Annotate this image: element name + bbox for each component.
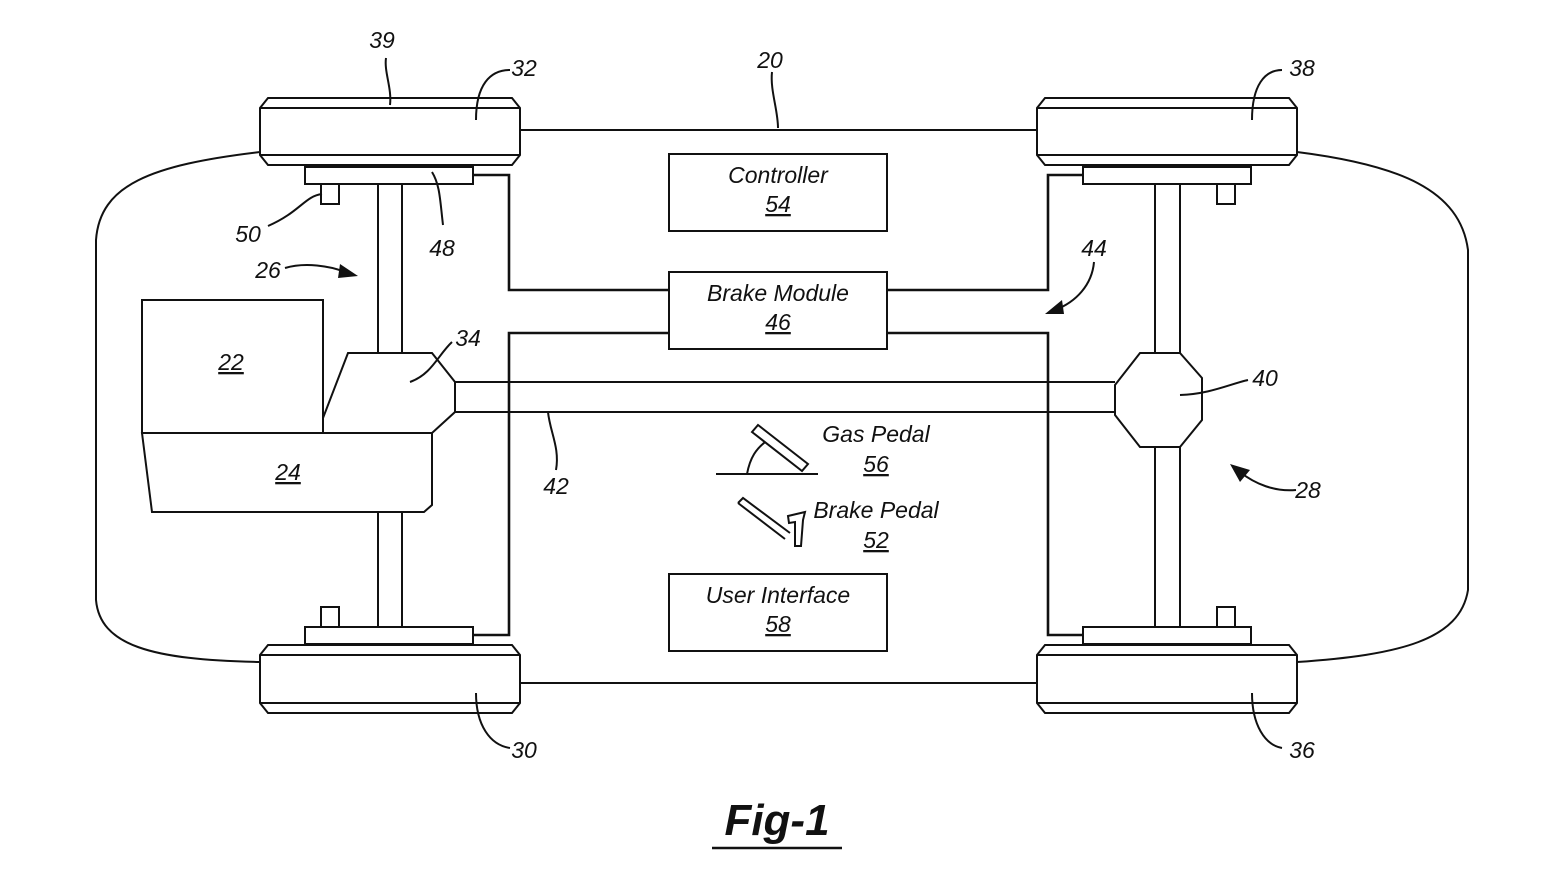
arrow-brake-lines (1045, 261, 1095, 314)
controller-box (668, 153, 888, 232)
ref-rear-differential: 40 (1252, 365, 1278, 391)
ref-driveshaft: 42 (543, 473, 569, 499)
figure-caption: Fig-1 (724, 796, 829, 845)
arrow-front-axle (284, 264, 358, 278)
brake-pedal-label: Brake Pedal (813, 497, 939, 523)
wheel-sensor-rear-upper (1216, 183, 1236, 205)
wheel-sensor-rear-lower (1216, 606, 1236, 628)
brake-caliper-front-lower (304, 626, 474, 645)
front-differential (322, 352, 456, 434)
ref-wheel-rear-lower: 36 (1289, 737, 1315, 763)
vehicle-body-outline (95, 129, 1469, 684)
brake-caliper-rear-lower (1082, 626, 1252, 645)
brake-lines (473, 173, 1083, 637)
transmission-ref: 24 (274, 459, 301, 485)
brake-module-box (668, 271, 888, 350)
ref-tire-tread: 39 (369, 27, 395, 53)
brake-caliper-front-upper (304, 166, 474, 185)
wheel-front-upper (259, 97, 521, 166)
ref-wheel-front-upper: 32 (511, 55, 537, 81)
ref-brake-caliper: 48 (429, 235, 455, 261)
wheel-front-lower (259, 644, 521, 714)
controller-ref: 54 (765, 191, 791, 217)
rear-differential (1114, 352, 1203, 448)
brake-pedal-ref: 52 (863, 527, 889, 553)
controller-label: Controller (728, 162, 829, 188)
engine-ref: 22 (217, 349, 244, 375)
gas-pedal-icon (716, 423, 818, 475)
wheel-sensor-front-upper (320, 183, 340, 205)
brake-pedal-icon (737, 496, 807, 547)
wheel-rear-upper (1036, 97, 1298, 166)
ref-wheel-rear-upper: 38 (1289, 55, 1315, 81)
driveshaft (455, 381, 1115, 413)
ref-front-differential: 34 (455, 325, 481, 351)
user-interface-box (668, 573, 888, 652)
ref-wheel-front-lower: 30 (511, 737, 537, 763)
ref-wheel-sensor: 50 (235, 221, 261, 247)
gas-pedal-ref: 56 (863, 451, 889, 477)
brake-module-ref: 46 (765, 309, 791, 335)
ref-vehicle: 20 (756, 47, 783, 73)
ref-brake-lines: 44 (1081, 235, 1107, 261)
brake-caliper-rear-upper (1082, 166, 1252, 185)
ref-front-axle: 26 (254, 257, 281, 283)
user-interface-label: User Interface (706, 582, 850, 608)
wheel-rear-lower (1036, 644, 1298, 714)
leader-lines (267, 57, 1283, 749)
wheel-sensor-front-lower (320, 606, 340, 628)
gas-pedal-label: Gas Pedal (822, 421, 930, 447)
user-interface-ref: 58 (765, 611, 791, 637)
ref-rear-axle: 28 (1294, 477, 1321, 503)
arrow-rear-axle (1230, 464, 1297, 492)
brake-module-label: Brake Module (707, 280, 849, 306)
